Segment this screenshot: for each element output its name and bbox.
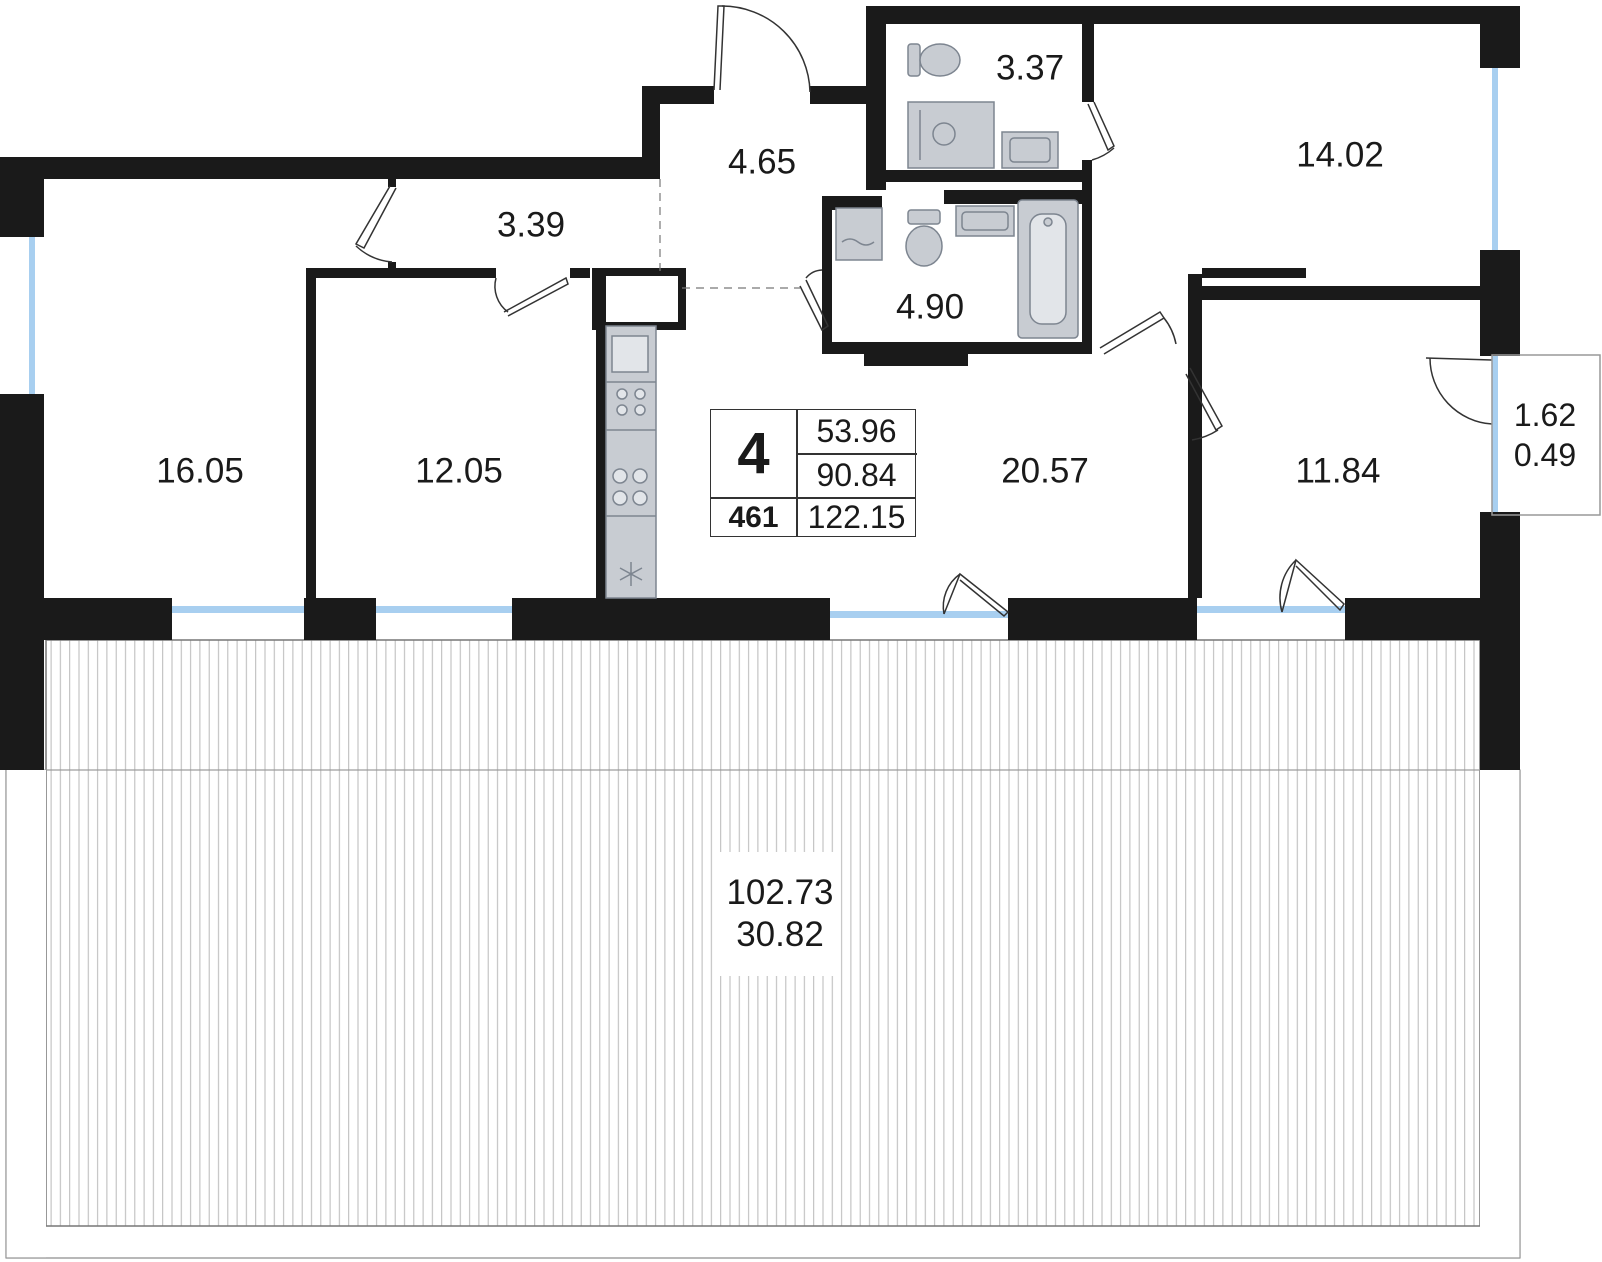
room-area-bedroom-right: 11.84 bbox=[1295, 451, 1381, 491]
toilet-icon bbox=[905, 209, 943, 267]
summary-divider bbox=[796, 453, 917, 455]
balcony-coef-area: 0.49 bbox=[1513, 437, 1577, 473]
summary-divider bbox=[796, 410, 798, 536]
total-area: 90.84 bbox=[816, 457, 897, 493]
room-area-bedroom-left: 16.05 bbox=[156, 451, 244, 491]
room-area-bathroom: 4.90 bbox=[895, 287, 965, 327]
apartment-number: 461 bbox=[728, 500, 779, 534]
terrace-coef-area: 30.82 bbox=[736, 915, 824, 954]
total-with-outdoor-area: 122.15 bbox=[807, 499, 906, 535]
balcony-area: 1.62 bbox=[1513, 397, 1577, 433]
room-area-entrance-hall: 4.65 bbox=[727, 142, 797, 182]
balcony bbox=[1491, 354, 1601, 516]
terrace bbox=[5, 639, 1521, 1259]
stove-icon bbox=[612, 468, 648, 506]
stove-icon bbox=[616, 388, 646, 416]
summary-divider bbox=[711, 497, 915, 499]
terrace-area: 102.73 bbox=[726, 873, 834, 912]
shower-icon bbox=[907, 101, 995, 169]
sink-icon bbox=[611, 335, 649, 373]
bathtub-icon bbox=[1017, 199, 1079, 339]
room-area-bedroom-mid: 12.05 bbox=[415, 451, 503, 491]
room-area-bedroom-top-right: 14.02 bbox=[1296, 135, 1384, 175]
sink-icon bbox=[955, 205, 1015, 237]
room-count: 4 bbox=[737, 421, 770, 486]
toilet-icon bbox=[907, 43, 961, 77]
room-area-kitchen-living: 20.57 bbox=[1001, 451, 1089, 491]
room-area-corridor: 3.39 bbox=[496, 205, 566, 245]
apartment-summary: 4 461 53.96 90.84 122.15 bbox=[710, 409, 917, 537]
washing-machine-icon bbox=[835, 207, 883, 261]
living-area: 53.96 bbox=[816, 413, 897, 449]
terrace-area-label: 102.73 30.82 bbox=[720, 852, 840, 976]
doors bbox=[354, 5, 1493, 618]
sink-icon bbox=[1001, 131, 1059, 169]
windows bbox=[29, 66, 1498, 618]
walls bbox=[0, 6, 1520, 770]
zone-divider bbox=[659, 179, 800, 289]
balcony-area-label: 1.62 0.49 bbox=[1500, 395, 1590, 475]
room-area-wc: 3.37 bbox=[995, 48, 1065, 88]
fridge-icon bbox=[619, 562, 643, 586]
